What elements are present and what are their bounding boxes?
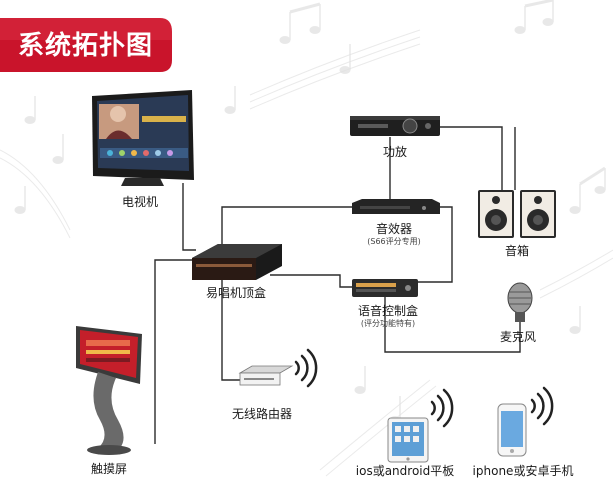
note-sound-effector: (S66评分专用) [367,237,421,246]
link-stb-to-router [221,270,240,381]
touch-screen-icon [76,326,142,455]
music-notes-background [0,0,613,477]
sound-effector-icon [352,199,440,214]
label-wireless-router: 无线路由器 [231,407,293,421]
link-effector-frame-left [221,206,352,258]
note-voice-control-box: (评分功能特有) [360,319,416,328]
label-speakers: 音箱 [504,244,530,258]
label-sound-effector: 音效器 [375,222,413,236]
voice-control-box-icon [352,279,418,297]
set-top-box-icon [192,244,282,280]
label-microphone: 麦克风 [499,330,537,344]
link-effector-frame-right [418,206,453,283]
title-banner [0,18,172,72]
link-stb-to-voicebox [270,274,352,288]
speakers-icon [478,190,556,238]
link-amp-to-speakers [440,126,503,190]
phone-icon [497,403,527,457]
tablet-icon [387,417,429,463]
amplifier-icon [350,116,440,136]
phone-wifi-icon [530,386,554,426]
label-voice-control-box: 语音控制盒 [357,304,419,318]
label-set-top-box: 易唱机顶盒 [205,286,267,300]
link-touch-to-stb [154,259,196,444]
label-phone: iphone或安卓手机 [472,464,574,478]
router-wifi-icon [294,348,318,388]
diagram-title: 系统拓扑图 [18,31,154,61]
tv-icon [92,90,194,186]
label-tablet: ios或android平板 [355,464,455,478]
label-amplifier: 功放 [382,145,408,159]
microphone-icon [507,282,533,322]
link-voicebox-to-mic [384,297,521,353]
label-touch-screen: 触摸屏 [90,462,128,476]
tablet-wifi-icon [430,388,454,428]
label-tv: 电视机 [121,195,159,209]
connection-lines [154,126,521,444]
link-tv-to-stb [182,183,196,251]
wireless-router-icon [238,365,294,386]
